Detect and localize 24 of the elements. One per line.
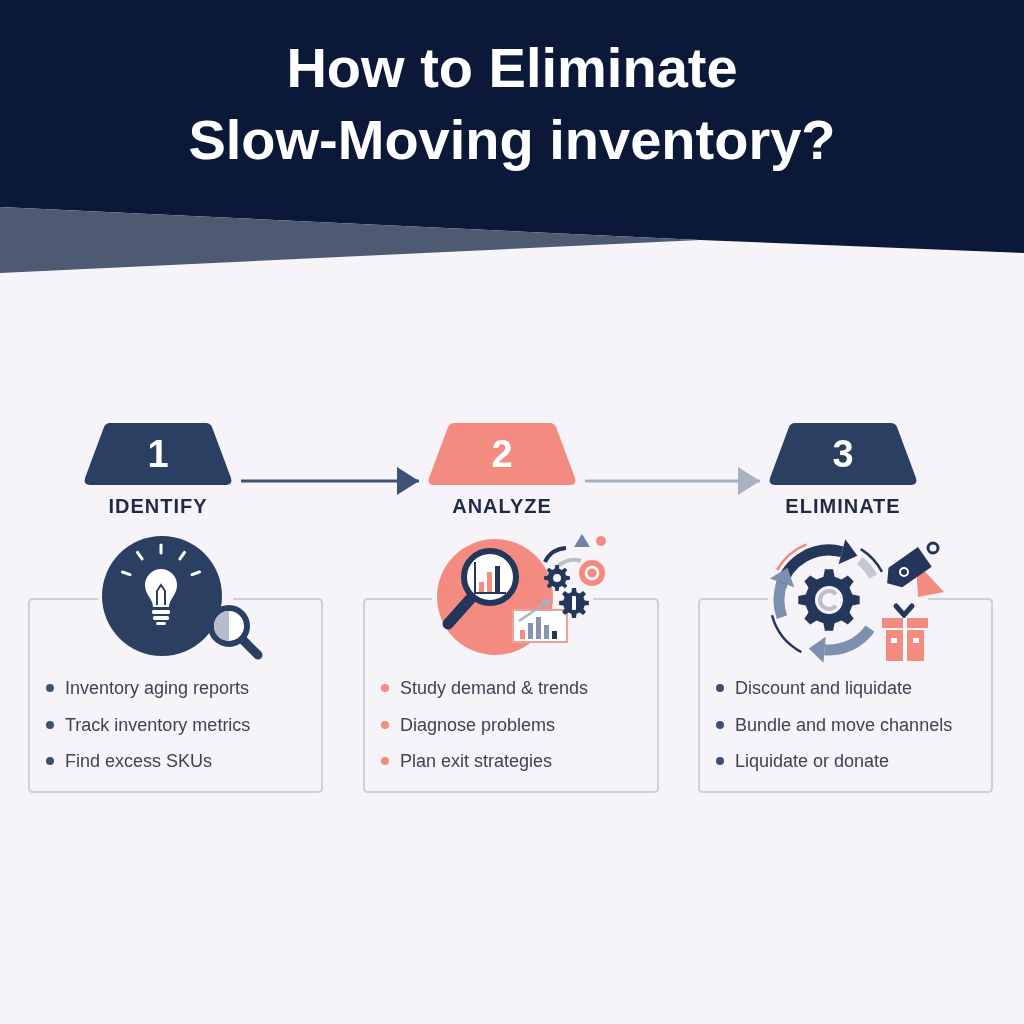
step-number: 2 xyxy=(491,434,513,474)
step-badge xyxy=(768,423,918,485)
bullet-card xyxy=(363,598,659,793)
bullet-text: Discount and liquidate xyxy=(735,677,913,699)
bullet-card xyxy=(698,598,993,793)
step-number: 3 xyxy=(832,434,854,474)
bullet-text: Inventory aging reports xyxy=(65,677,250,699)
bullet-text: Diagnose problems xyxy=(400,713,556,736)
step-title: IDENTIFY xyxy=(108,495,208,517)
arrow xyxy=(241,467,419,495)
step-title: ELIMINATE xyxy=(785,495,901,517)
step-badge xyxy=(83,423,233,485)
bullet-card xyxy=(28,598,323,793)
step-title: ANALYZE xyxy=(452,495,552,517)
step-badge xyxy=(427,423,577,485)
bullet-text: Track inventory metrics xyxy=(65,713,251,736)
title: How to Eliminate Slow-Moving inventory? xyxy=(187,35,837,173)
bullet-text: Bundle and move channels xyxy=(735,713,953,736)
bullet-text: Plan exit strategies xyxy=(400,750,553,772)
step-number: 1 xyxy=(147,434,169,474)
bullet-text: Study demand & trends xyxy=(400,677,589,699)
arrow xyxy=(585,467,760,495)
bullet-text: Liquidate or donate xyxy=(735,750,890,772)
bullet-text: Find excess SKUs xyxy=(65,750,213,772)
